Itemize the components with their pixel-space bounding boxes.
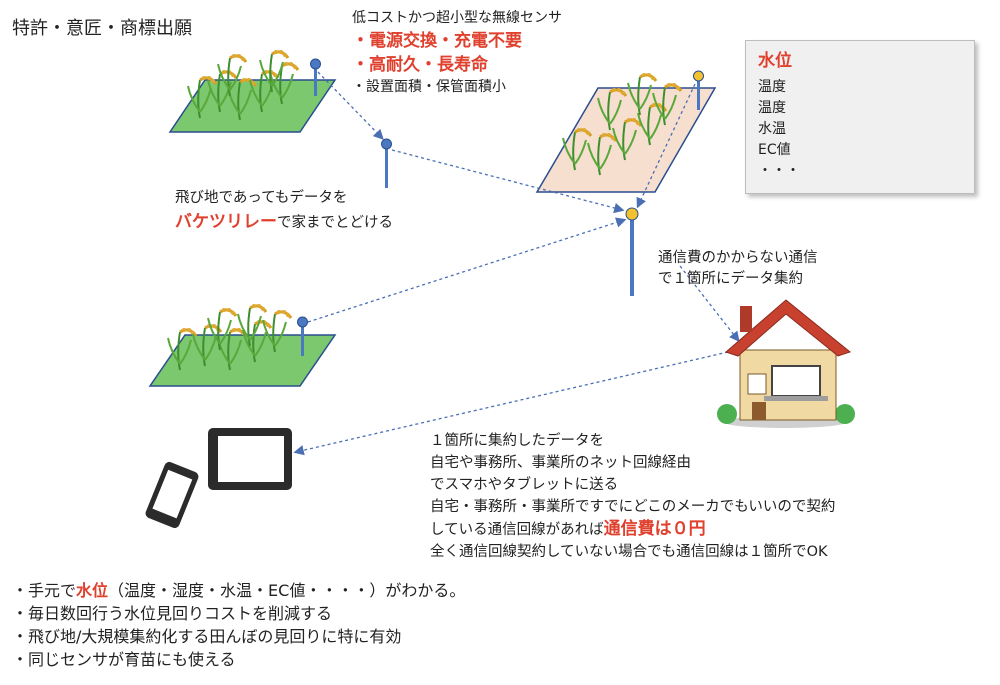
measurement-item: 温度 <box>758 79 786 95</box>
measurement-callout: 水位 温度 温度 水温 EC値 ・・・ <box>745 40 975 194</box>
measurement-item: 温度 <box>758 100 786 116</box>
house-icon <box>717 299 855 428</box>
collection-line-2: で１箇所にデータ集約 <box>658 271 803 287</box>
link-gateway-to-house <box>679 265 740 343</box>
sensor-features: 低コストかつ超小型な無線センサ ・電源交換・充電不要 ・高耐久・長寿命 ・設置面… <box>352 8 562 98</box>
relay-description: 飛び地であってもデータを バケツリレーで家までとどける <box>175 188 393 236</box>
benefit-item-2: ・毎日数回行う水位見回りコストを削減する <box>12 604 333 623</box>
delivery-cost-highlight: 通信費は０円 <box>603 519 706 539</box>
paddy-field-1 <box>168 48 337 133</box>
link-field2-to-gateway <box>636 83 696 209</box>
benefits-list: ・手元で水位（温度・湿度・水温・EC値・・・・）がわかる。 ・毎日数回行う水位見… <box>0 576 1000 676</box>
delivery-line: 自宅・事務所・事業所ですでにどこのメーカでもいいので契約 <box>430 499 836 515</box>
sensor-node-2 <box>693 70 704 110</box>
delivery-line-5-pre: している通信回線があれば <box>430 522 604 538</box>
measurement-item: EC値 <box>758 142 791 158</box>
link-relay-to-gateway <box>391 149 625 214</box>
gateway-sensor-node <box>625 207 639 296</box>
delivery-description: １箇所に集約したデータを 自宅や事務所、事業所のネット回線経由 でスマホやタブレ… <box>420 430 835 563</box>
delivery-line: 自宅や事務所、事業所のネット回線経由 <box>430 455 691 471</box>
tablet-icon <box>208 428 292 490</box>
relay-line-2-rest: で家までとどける <box>277 215 393 231</box>
measurement-item: ・・・ <box>758 163 800 179</box>
benefit-item-1: ・手元で水位（温度・湿度・水温・EC値・・・・）がわかる。 <box>12 580 465 602</box>
relay-line-2: バケツリレーで家までとどける <box>175 209 393 236</box>
measurement-title: 水位 <box>758 51 792 71</box>
feature-no-battery: ・電源交換・充電不要 <box>352 31 522 51</box>
collection-line-1: 通信費のかからない通信 <box>658 250 818 266</box>
sensor-node-3 <box>297 316 308 356</box>
benefit-1-highlight: 水位 <box>76 581 109 600</box>
sensor-features-heading: 低コストかつ超小型な無線センサ <box>352 10 562 26</box>
delivery-line: でスマホやタブレットに送る <box>430 477 619 493</box>
relay-sensor-node <box>381 138 392 188</box>
paddy-field-2 <box>535 71 717 193</box>
benefit-item-3: ・飛び地/大規模集約化する田んぼの見回りに特に有効 <box>12 627 402 646</box>
benefit-item-4: ・同じセンサが育苗にも使える <box>12 650 236 669</box>
page-title: 特許・意匠・商標出願 <box>12 18 192 39</box>
collection-description: 通信費のかからない通信 で１箇所にデータ集約 <box>658 248 818 290</box>
link-field3-to-gateway <box>307 217 627 323</box>
measurement-item: 水温 <box>758 121 786 137</box>
sensor-node-1 <box>310 58 321 96</box>
relay-line-1: 飛び地であってもデータを <box>175 190 348 206</box>
delivery-line: １箇所に集約したデータを <box>430 433 604 449</box>
link-house-to-devices <box>293 351 729 456</box>
feature-durable: ・高耐久・長寿命 <box>352 55 488 75</box>
paddy-field-3 <box>148 302 337 387</box>
relay-highlight: バケツリレー <box>175 212 277 232</box>
benefit-1-post: （温度・湿度・水温・EC値・・・・）がわかる。 <box>108 581 466 600</box>
delivery-line: 全く通信回線契約していない場合でも通信回線は１箇所でOK <box>430 544 828 560</box>
smartphone-icon <box>145 461 199 529</box>
benefit-1-pre: ・手元で <box>12 581 77 600</box>
delivery-line-5: している通信回線があれば通信費は０円 <box>420 518 835 541</box>
feature-compact: ・設置面積・保管面積小 <box>352 79 506 95</box>
